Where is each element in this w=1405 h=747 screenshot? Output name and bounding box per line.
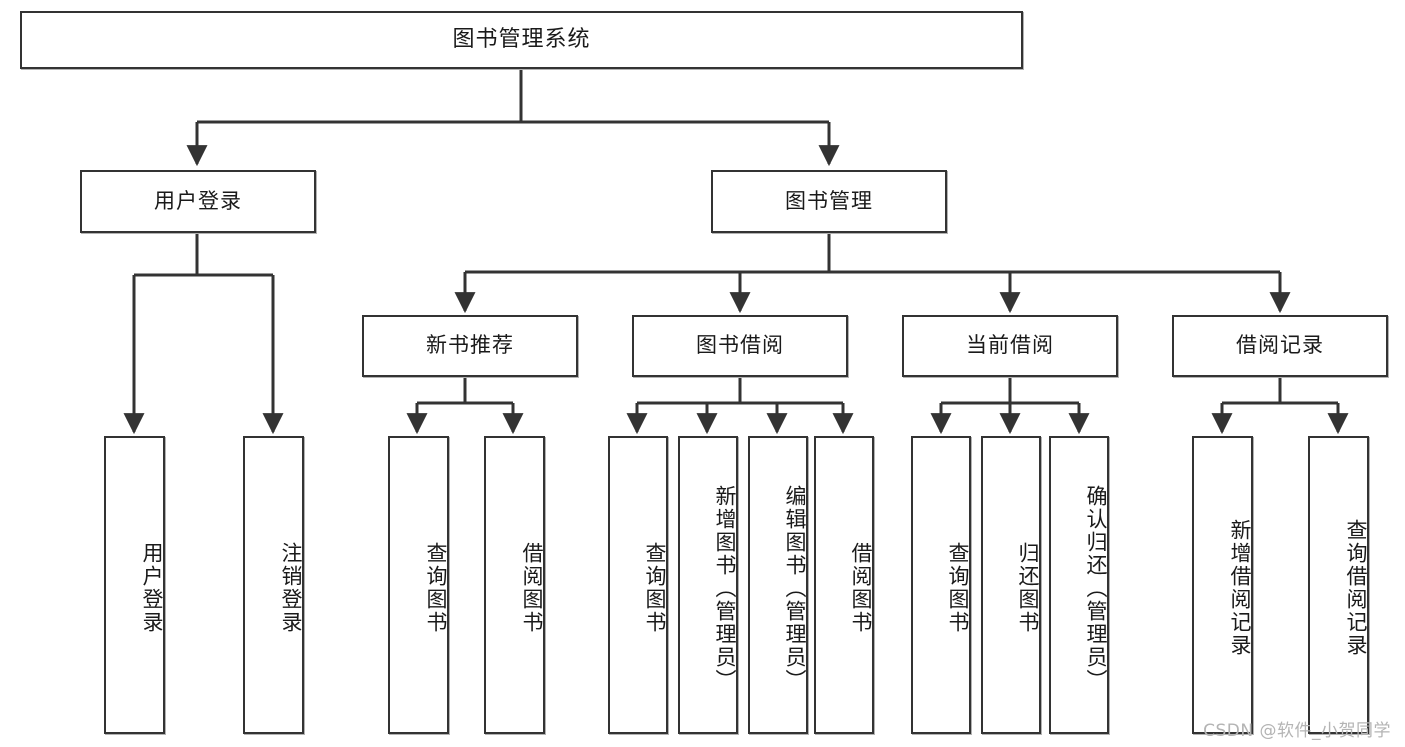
watermark-text: CSDN @软件_小贺同学 <box>1203 721 1391 741</box>
node-leaf-logout[interactable]: 注销登录 <box>243 436 304 734</box>
node-leaf-user-login-label: 用户登录 <box>140 542 164 634</box>
node-leaf-return-book[interactable]: 归还图书 <box>981 436 1041 734</box>
node-user-login[interactable]: 用户登录 <box>80 170 316 233</box>
node-leaf-confirm-return[interactable]: 确认归还（管理员） <box>1049 436 1109 734</box>
node-leaf-add-book[interactable]: 新增图书（管理员） <box>678 436 738 734</box>
node-leaf-query-book-2-label: 查询图书 <box>643 542 667 634</box>
node-leaf-borrow-book-1[interactable]: 借阅图书 <box>484 436 545 734</box>
node-current-borrow[interactable]: 当前借阅 <box>902 315 1118 377</box>
node-leaf-confirm-return-label: 确认归还（管理员） <box>1084 484 1108 692</box>
node-book-manage[interactable]: 图书管理 <box>711 170 947 233</box>
node-leaf-query-record[interactable]: 查询借阅记录 <box>1308 436 1369 734</box>
node-leaf-query-book-3-label: 查询图书 <box>946 542 970 634</box>
node-leaf-edit-book[interactable]: 编辑图书（管理员） <box>748 436 808 734</box>
node-leaf-add-record-label: 新增借阅记录 <box>1228 519 1252 657</box>
node-leaf-query-record-label: 查询借阅记录 <box>1344 519 1368 657</box>
node-leaf-user-login[interactable]: 用户登录 <box>104 436 165 734</box>
node-new-book-rec[interactable]: 新书推荐 <box>362 315 578 377</box>
node-leaf-add-book-label: 新增图书（管理员） <box>713 484 737 692</box>
node-leaf-query-book-1[interactable]: 查询图书 <box>388 436 449 734</box>
node-leaf-borrow-book-2[interactable]: 借阅图书 <box>814 436 874 734</box>
node-book-borrow[interactable]: 图书借阅 <box>632 315 848 377</box>
node-borrow-record[interactable]: 借阅记录 <box>1172 315 1388 377</box>
node-leaf-borrow-book-1-label: 借阅图书 <box>520 542 544 634</box>
node-root[interactable]: 图书管理系统 <box>20 11 1023 69</box>
node-leaf-logout-label: 注销登录 <box>279 542 303 634</box>
node-leaf-query-book-3[interactable]: 查询图书 <box>911 436 971 734</box>
node-leaf-query-book-2[interactable]: 查询图书 <box>608 436 668 734</box>
node-leaf-edit-book-label: 编辑图书（管理员） <box>783 484 807 692</box>
node-leaf-add-record[interactable]: 新增借阅记录 <box>1192 436 1253 734</box>
node-leaf-borrow-book-2-label: 借阅图书 <box>849 542 873 634</box>
node-leaf-return-book-label: 归还图书 <box>1016 542 1040 634</box>
node-leaf-query-book-1-label: 查询图书 <box>424 542 448 634</box>
